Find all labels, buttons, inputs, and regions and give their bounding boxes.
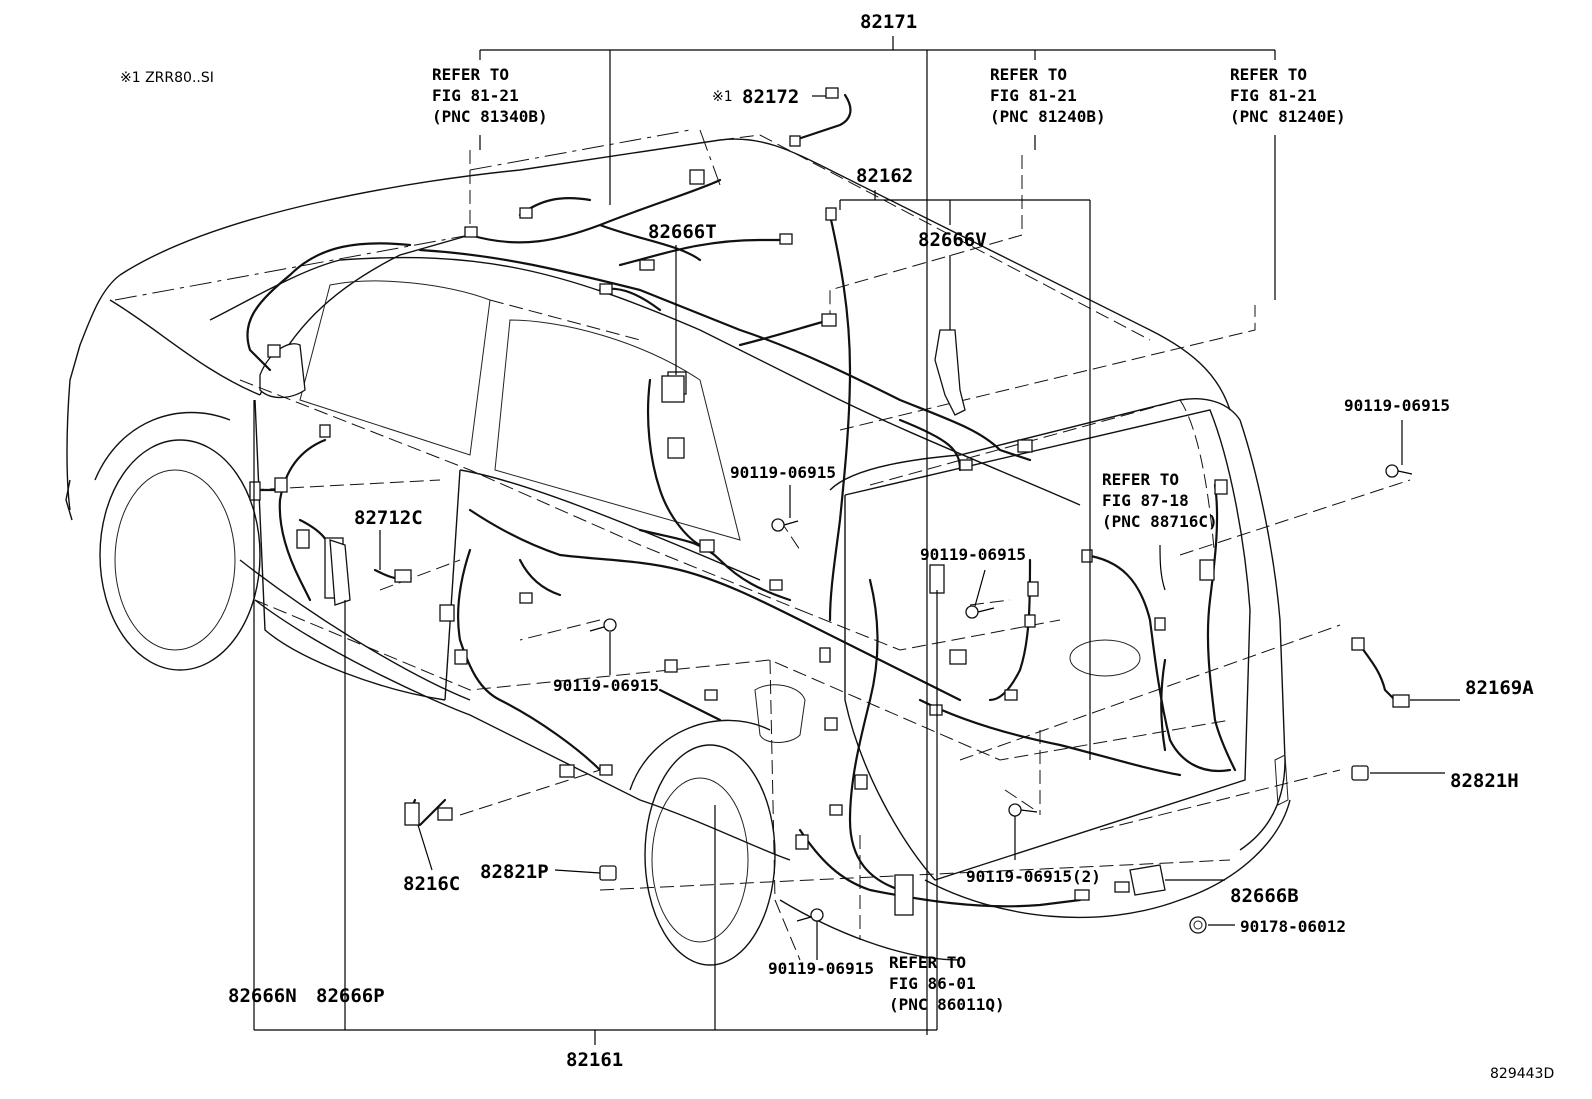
refer-note-88716C: REFER TO FIG 87-18 (PNC 88716C) xyxy=(1102,470,1218,531)
part-label-82666T: 82666T xyxy=(648,221,717,243)
bolt-icon xyxy=(965,605,995,619)
variant-mark: ※1 xyxy=(712,89,733,105)
svg-text:FIG 87-18: FIG 87-18 xyxy=(1102,491,1189,510)
bolt-label-6: 90119-06915 xyxy=(768,959,874,978)
svg-text:(PNC 86011Q): (PNC 86011Q) xyxy=(889,995,1005,1014)
svg-text:FIG 81-21: FIG 81-21 xyxy=(990,86,1077,105)
bolt-label-5: 90119-06915(2) xyxy=(966,867,1101,886)
bolt-label-2: 90119-06915 xyxy=(553,676,659,695)
part-label-82712C: 82712C xyxy=(354,507,423,529)
wire-harnesses xyxy=(246,93,1397,908)
part-label-82162: 82162 xyxy=(856,165,913,187)
bolt-icon xyxy=(1008,803,1038,817)
part-label-8216C: 8216C xyxy=(403,873,460,895)
bolt-label-3: 90119-06915 xyxy=(920,545,1026,564)
svg-text:(PNC 81240B): (PNC 81240B) xyxy=(990,107,1106,126)
vehicle-body xyxy=(65,129,1291,966)
svg-text:(PNC 81340B): (PNC 81340B) xyxy=(432,107,548,126)
svg-text:(PNC 81240E): (PNC 81240E) xyxy=(1230,107,1346,126)
part-label-82172: 82172 xyxy=(742,86,799,108)
part-label-82666B: 82666B xyxy=(1230,885,1299,907)
refer-note-81240B: REFER TO FIG 81-21 (PNC 81240B) xyxy=(990,65,1106,126)
part-label-82666N: 82666N xyxy=(228,985,297,1007)
bolt-icon xyxy=(1385,464,1413,478)
part-label-82821P: 82821P xyxy=(480,861,549,883)
nut-icon xyxy=(1189,916,1207,934)
svg-text:REFER TO: REFER TO xyxy=(1230,65,1307,84)
bolt-icon xyxy=(589,618,617,632)
refer-note-81240E: REFER TO FIG 81-21 (PNC 81240E) xyxy=(1230,65,1346,126)
svg-text:FIG 86-01: FIG 86-01 xyxy=(889,974,976,993)
refer-note-81340B: REFER TO FIG 81-21 (PNC 81340B) xyxy=(432,65,548,126)
fasteners xyxy=(589,464,1413,934)
svg-text:REFER TO: REFER TO xyxy=(990,65,1067,84)
labels: ※1 ZRR80..SI 82171 ※1 82172 82162 82666T… xyxy=(120,11,1554,1082)
leader-lines xyxy=(253,36,1460,1045)
nut-label: 90178-06012 xyxy=(1240,917,1346,936)
part-label-82161: 82161 xyxy=(566,1049,623,1071)
bolt-label-1: 90119-06915 xyxy=(730,463,836,482)
figure-code: 829443D xyxy=(1490,1066,1554,1082)
part-label-82666V: 82666V xyxy=(918,229,987,251)
svg-text:REFER TO: REFER TO xyxy=(1102,470,1179,489)
svg-text:(PNC 88716C): (PNC 88716C) xyxy=(1102,512,1218,531)
part-label-82821H: 82821H xyxy=(1450,770,1519,792)
svg-text:FIG 81-21: FIG 81-21 xyxy=(1230,86,1317,105)
svg-text:REFER TO: REFER TO xyxy=(432,65,509,84)
part-label-82169A: 82169A xyxy=(1465,677,1534,699)
svg-text:FIG 81-21: FIG 81-21 xyxy=(432,86,519,105)
bolt-icon xyxy=(771,518,799,532)
variant-note: ※1 ZRR80..SI xyxy=(120,70,214,86)
floor-outlines xyxy=(249,150,1411,961)
bolt-icon xyxy=(796,908,824,922)
connectors xyxy=(249,87,1410,916)
svg-text:REFER TO: REFER TO xyxy=(889,953,966,972)
part-label-82171: 82171 xyxy=(860,11,917,33)
refer-note-86011Q: REFER TO FIG 86-01 (PNC 86011Q) xyxy=(889,953,1005,1014)
part-label-82666P: 82666P xyxy=(316,985,385,1007)
bolt-label-4: 90119-06915 xyxy=(1344,396,1450,415)
